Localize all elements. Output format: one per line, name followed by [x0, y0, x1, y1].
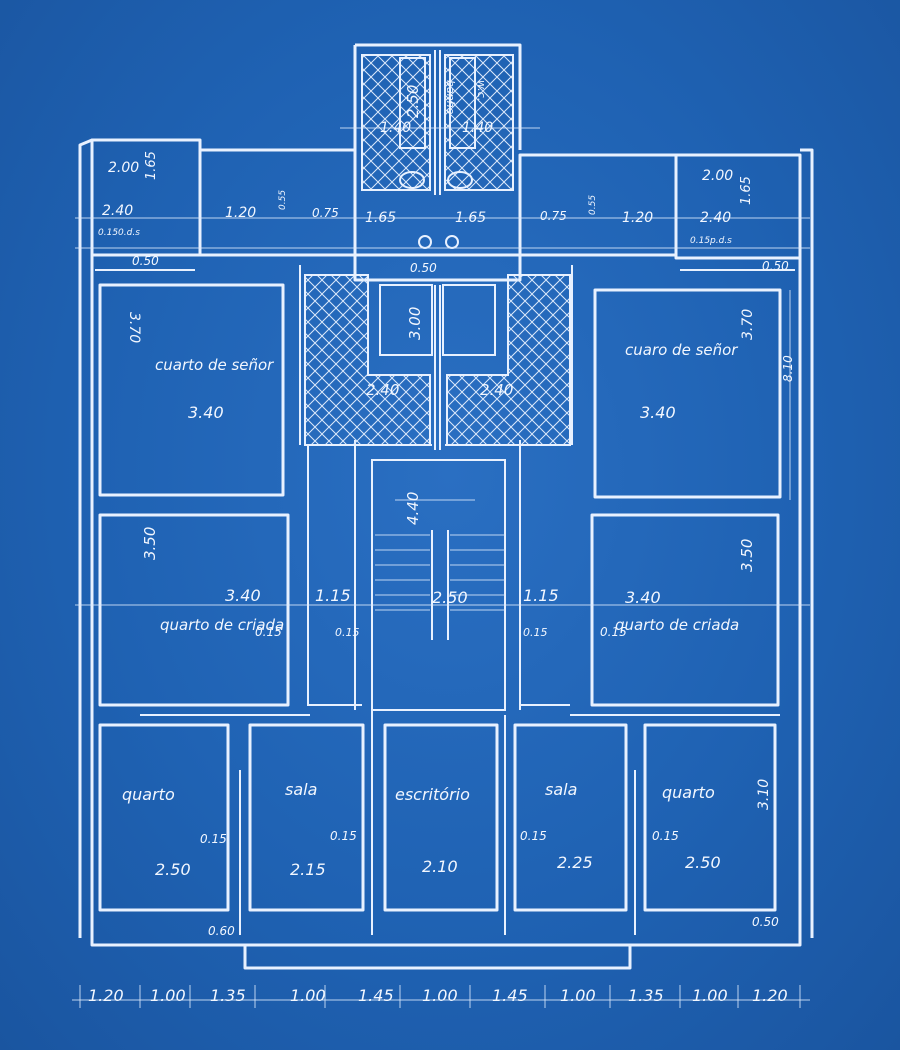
bottom-dim-label: 1.35	[628, 986, 664, 1005]
dim-label: 3.50	[141, 527, 159, 560]
room-label-quarto-right: quarto	[662, 783, 715, 802]
dim-label: 0.15	[652, 829, 679, 843]
dim-label: 1.20	[225, 205, 256, 221]
dim-label: 1.15	[315, 586, 351, 605]
bottom-dimension-string: 1.20 1.00 1.35 1.00 1.45 1.00 1.45 1.00 …	[88, 986, 788, 1005]
dim-label: 3.50	[738, 539, 756, 572]
bottom-dim-label: 1.45	[492, 986, 528, 1005]
bottom-dim-label: 1.00	[560, 986, 596, 1005]
dim-label: 2.40	[480, 381, 513, 399]
dim-label: 1.65	[455, 210, 486, 226]
dimension-lines	[72, 127, 810, 1008]
bottom-dim-label: 1.20	[752, 986, 788, 1005]
dim-label: 1.40	[462, 120, 493, 136]
dim-label: 2.40	[102, 203, 133, 219]
bottom-dim-label: 1.45	[358, 986, 394, 1005]
bottom-dim-label: 1.00	[290, 986, 326, 1005]
dim-label: 0.15	[200, 832, 227, 846]
dim-label: 2.15	[290, 860, 326, 879]
dim-label: 4.40	[404, 492, 422, 525]
room-label-banho: banho	[444, 80, 457, 115]
bottom-dim-label: 1.00	[422, 986, 458, 1005]
room-label-sala-right: sala	[545, 780, 577, 799]
staircase	[371, 459, 506, 711]
room-label-wc: w.c.	[475, 80, 488, 101]
dim-label: 0.15	[255, 625, 282, 639]
bottom-dim-label: 1.00	[692, 986, 728, 1005]
dim-label: 3.40	[225, 586, 261, 605]
dim-label: 0.15	[523, 626, 548, 639]
dim-label: 0.150.d.s	[98, 228, 140, 238]
room-label-cuarto-senor-left: cuarto de señor	[155, 356, 274, 374]
dim-label: 0.15	[520, 829, 547, 843]
dim-label: 1.20	[622, 210, 653, 226]
dim-label: 0.50	[762, 259, 789, 273]
dim-label: 1.65	[144, 151, 159, 180]
bottom-dim-label: 1.35	[210, 986, 246, 1005]
dim-label: 0.50	[410, 261, 437, 275]
dim-label: 0.55	[588, 195, 598, 215]
dim-label: 0.15p.d.s	[690, 236, 732, 246]
dim-label: 1.65	[739, 176, 754, 205]
room-label-criada-left: quarto de criada	[160, 616, 284, 634]
dim-label: 2.50	[404, 85, 422, 118]
dim-label: 3.70	[126, 312, 142, 343]
dim-label: 2.50	[432, 588, 468, 607]
room-label-sala-left: sala	[285, 780, 317, 799]
dim-label: 2.40	[700, 210, 731, 226]
dim-label: 0.75	[312, 206, 339, 220]
room-label-cuarto-senor-right: cuaro de señor	[625, 341, 738, 359]
dimension-labels: 2.00 1.65 2.40 0.150.d.s 0.50 1.20 0.55 …	[98, 85, 795, 938]
dim-label: 3.70	[740, 309, 756, 340]
room-label-quarto-left: quarto	[122, 785, 175, 804]
interior-walls	[95, 50, 795, 935]
bottom-dim-label: 1.00	[150, 986, 186, 1005]
dim-label: 2.40	[366, 381, 399, 399]
room-label-escritorio: escritório	[395, 785, 470, 804]
dim-label: 3.40	[625, 588, 661, 607]
dim-label: 0.75	[540, 209, 567, 223]
dim-label: 2.00	[108, 160, 139, 176]
dim-label: 3.40	[188, 403, 224, 422]
room-labels: cuarto de señor cuaro de señor quarto de…	[122, 80, 739, 804]
bottom-dim-label: 1.20	[88, 986, 124, 1005]
dim-label: 2.00	[702, 168, 733, 184]
dim-label: 1.40	[380, 120, 411, 136]
dim-label: 0.15	[600, 625, 627, 639]
dim-label: 0.15	[335, 626, 360, 639]
dim-label: 3.10	[756, 779, 772, 810]
dim-label: 0.55	[278, 190, 288, 210]
dim-label: 2.50	[155, 860, 191, 879]
outer-walls	[78, 43, 814, 970]
dim-label: 8.10	[781, 355, 795, 382]
dim-label: 1.15	[523, 586, 559, 605]
dim-label: 0.60	[208, 924, 235, 938]
dim-label: 0.15	[330, 829, 357, 843]
dim-label: 2.10	[422, 857, 458, 876]
dim-label: 3.00	[406, 307, 424, 340]
dim-label: 1.65	[365, 210, 396, 226]
dim-label: 3.40	[640, 403, 676, 422]
dim-label: 0.50	[752, 915, 779, 929]
dim-label: 2.25	[557, 853, 593, 872]
tiled-areas	[304, 54, 571, 446]
dim-label: 0.50	[132, 254, 159, 268]
dim-label: 2.50	[685, 853, 721, 872]
room-label-criada-right: quarto de criada	[615, 616, 739, 634]
